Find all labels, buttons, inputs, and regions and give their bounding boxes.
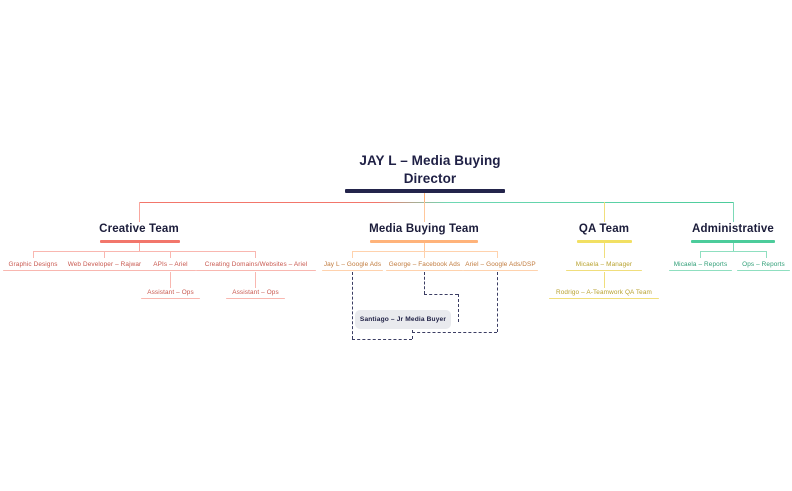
leaf-apis-ariel[interactable]: APIs – Ariel <box>145 260 196 271</box>
leaf-underline <box>549 297 659 299</box>
root-title-line2: Director <box>403 171 457 186</box>
leaf-george-facebook-ads[interactable]: George – Facebook Ads <box>386 260 463 271</box>
leaf-web-developer-rajwar[interactable]: Web Developer – Rajwar <box>62 260 147 271</box>
dashed-link-left-vertical <box>352 272 353 339</box>
admin-child-drop-1 <box>766 251 767 258</box>
creative-child-drop-1 <box>104 251 105 258</box>
creative-child-drop-0 <box>33 251 34 258</box>
leaf-label: Micaela – Reports <box>673 261 728 268</box>
root-title-line1: JAY L – Media Buying <box>359 153 501 168</box>
root-node-title: JAY L – Media Buying Director <box>330 152 530 188</box>
team-underline-creative <box>100 240 180 243</box>
leaf-assistant-ops-apis[interactable]: Assistant – Ops <box>141 288 200 299</box>
drop-line-qa <box>604 202 605 222</box>
media-child-drop-1 <box>424 251 425 258</box>
leaf-underline <box>196 269 316 271</box>
team-underline-administrative <box>691 240 775 243</box>
dashed-link-left-bottom <box>352 339 412 340</box>
dashed-link-right-bottom <box>412 332 497 333</box>
leaf-underline <box>737 269 790 271</box>
leaf-graphic-designs[interactable]: Graphic Designs <box>3 260 63 271</box>
leaf-assistant-ops-domains[interactable]: Assistant – Ops <box>226 288 285 299</box>
leaf-label: Rodrigo – A-Teamwork QA Team <box>556 289 652 296</box>
dashed-link-left-riser <box>412 330 413 339</box>
team-title-media-buying: Media Buying Team <box>369 223 479 235</box>
shared-node-label: Santiago – Jr Media Buyer <box>359 316 447 323</box>
creative-children-connector <box>33 251 255 252</box>
drop-line-creative <box>139 202 140 222</box>
leaf-label: Assistant – Ops <box>147 289 194 296</box>
leaf-label: George – Facebook Ads <box>388 261 461 268</box>
leaf-label: Web Developer – Rajwar <box>67 261 142 268</box>
qa-child-drop-0 <box>604 243 605 258</box>
drop-line-administrative <box>733 202 734 222</box>
root-node-underline <box>345 189 505 193</box>
leaf-creating-domains-websites-ariel[interactable]: Creating Domains/Websites – Ariel <box>196 260 316 271</box>
dashed-link-middle-riser <box>458 294 459 322</box>
leaf-label: Assistant – Ops <box>232 289 279 296</box>
team-underline-qa <box>577 240 632 243</box>
media-child-drop-2 <box>497 251 498 258</box>
admin-child-drop-0 <box>700 251 701 258</box>
leaf-micaela-manager[interactable]: Micaela – Manager <box>566 260 642 271</box>
leaf-underline <box>322 269 383 271</box>
dashed-link-middle-vertical <box>424 272 425 294</box>
leaf-micaela-reports[interactable]: Micaela – Reports <box>669 260 732 271</box>
leaf-ariel-google-ads-dsp[interactable]: Ariel – Google Ads/DSP <box>463 260 538 271</box>
team-stem-administrative <box>733 243 734 251</box>
leaf-label: Ops – Reports <box>742 261 785 268</box>
level1-horizontal-connector <box>139 202 733 203</box>
leaf-label: Graphic Designs <box>8 261 58 268</box>
leaf-underline <box>669 269 732 271</box>
leaf-underline <box>145 269 196 271</box>
team-title-administrative: Administrative <box>692 223 774 235</box>
leaf-ops-reports[interactable]: Ops – Reports <box>737 260 790 271</box>
team-stem-creative <box>139 243 140 251</box>
root-stem <box>424 193 425 202</box>
leaf-label: Jay L – Google Ads <box>323 261 382 268</box>
admin-children-connector <box>700 251 766 252</box>
team-title-creative: Creative Team <box>99 223 179 235</box>
drop-line-media-buying <box>424 202 425 222</box>
qa-grandchild-stem <box>604 272 605 288</box>
media-child-drop-0 <box>352 251 353 258</box>
leaf-underline <box>226 297 285 299</box>
leaf-jay-l-google-ads[interactable]: Jay L – Google Ads <box>322 260 383 271</box>
dashed-link-middle-horizontal <box>424 294 458 295</box>
shared-node-santiago[interactable]: Santiago – Jr Media Buyer <box>355 310 451 329</box>
team-underline-media-buying <box>370 240 478 243</box>
leaf-underline <box>62 269 147 271</box>
team-stem-media-buying <box>424 243 425 251</box>
dashed-link-right-vertical <box>497 272 498 332</box>
leaf-label: Ariel – Google Ads/DSP <box>465 261 536 268</box>
assistant-ops-stem-apis <box>170 272 171 288</box>
leaf-label: Micaela – Manager <box>575 261 633 268</box>
leaf-label: APIs – Ariel <box>153 261 188 268</box>
leaf-underline <box>141 297 200 299</box>
leaf-label: Creating Domains/Websites – Ariel <box>204 261 308 268</box>
leaf-rodrigo-a-teamwork-qa-team[interactable]: Rodrigo – A-Teamwork QA Team <box>549 288 659 299</box>
creative-child-drop-3 <box>255 251 256 258</box>
team-title-qa: QA Team <box>578 223 630 235</box>
leaf-underline <box>386 269 463 271</box>
creative-child-drop-2 <box>170 251 171 258</box>
leaf-underline <box>3 269 63 271</box>
leaf-underline <box>463 269 538 271</box>
leaf-underline <box>566 269 642 271</box>
assistant-ops-stem-domains <box>255 272 256 288</box>
